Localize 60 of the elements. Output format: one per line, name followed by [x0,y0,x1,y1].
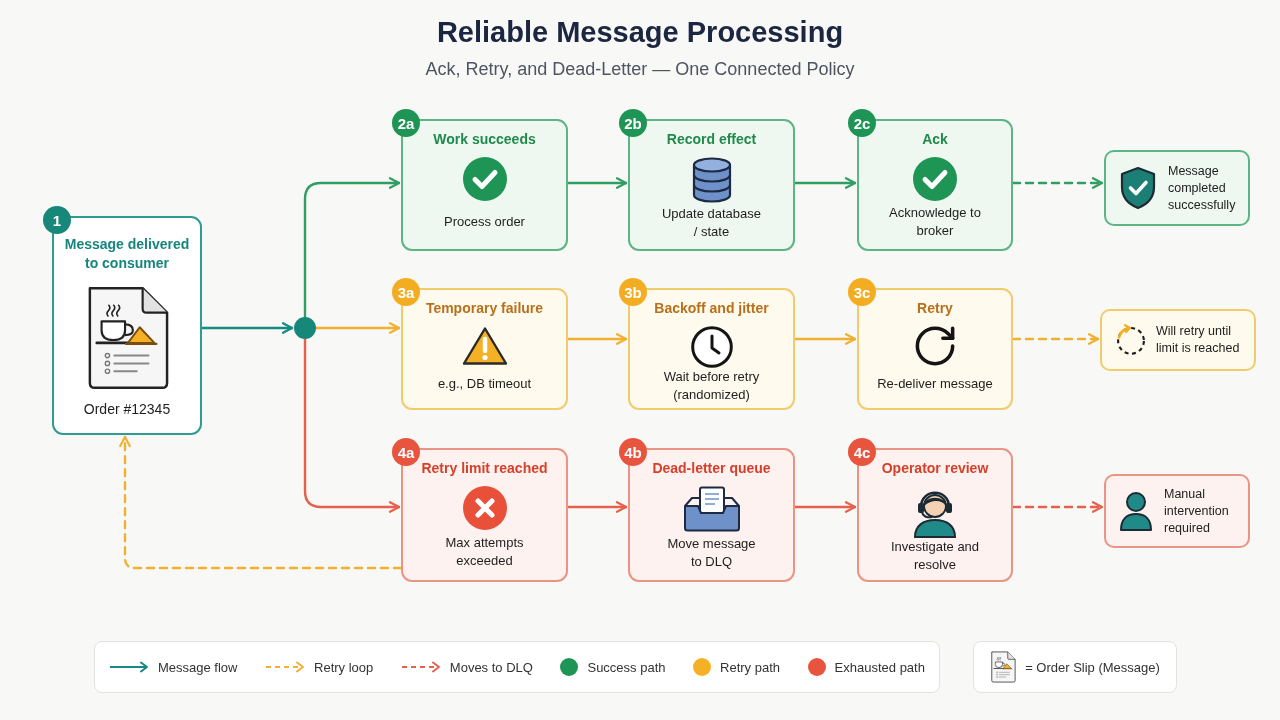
arrow [793,501,857,513]
dashed-arrow [1011,501,1104,513]
step-number-badge: 2c [848,109,876,137]
step-number-badge: 3c [848,278,876,306]
step-number-badge: 3a [392,278,420,306]
legend-text: Retry path [720,659,781,675]
step-title: Retry [917,299,953,318]
step-title: Retry limit reached [421,459,548,478]
step-description: e.g., DB timeout [436,375,533,393]
legend-text: Exhausted path [834,659,925,675]
dashed-arrow [1011,333,1100,345]
step-number-badge: 4a [392,438,420,466]
arrow [566,501,628,513]
step-description: Investigate and resolve [889,538,981,574]
outcome-card [1100,309,1256,371]
step-description: Wait before retry (randomized) [662,368,761,404]
step-description: Order #12345 [82,400,172,418]
step-number-badge: 4c [848,438,876,466]
outcome-text: Will retry until limit is reached [1156,323,1241,357]
step-number-badge: 2a [392,109,420,137]
outcome-text: Manual intervention required [1164,485,1230,537]
arrow [566,177,628,189]
legend-text: Moves to DLQ [449,659,533,675]
step-description: Process order [443,213,526,231]
step-title: Message delivered to consumer [63,235,191,273]
step-title: Work succeeds [433,130,536,149]
step-title: Dead-letter queue [652,459,771,478]
step-number-badge: 2b [619,109,647,137]
step-title: Operator review [881,459,989,478]
step-description: Re-deliver message [876,375,994,393]
arrow [303,337,401,513]
diagram-title: Reliable Message Processing [436,15,844,50]
step-title: Ack [922,130,948,149]
step-description: Max attempts exceeded [444,534,525,570]
arrow [566,333,628,345]
arrow [314,322,401,334]
step-description: Acknowledge to broker [888,204,982,240]
outcome-text: Message completed successfully [1168,162,1237,214]
legend-text: Success path [587,659,666,675]
arrow [200,322,294,334]
legend-text: Message flow [158,659,238,675]
subtitle: Ack, Retry, and Dead-Letter — One Connected Policy [425,58,855,81]
outcome-card [1104,474,1250,548]
step-title: Record effect [666,130,757,149]
step-number-badge: 3b [619,278,647,306]
arrow [793,333,857,345]
arrow [793,177,857,189]
step-title: Backoff and jitter [654,299,769,318]
dashed-arrow [1011,177,1104,189]
legend-text: = Order Slip (Message) [1025,659,1160,675]
arrow [303,177,401,319]
step-title: Temporary failure [425,299,544,318]
step-number-badge: 1 [43,206,71,234]
outcome-card [1104,150,1250,226]
step-description: Update database / state [661,205,762,241]
dashed-arrow [119,435,403,570]
junction-dot [294,317,316,339]
step-number-badge: 4b [619,438,647,466]
legend-text: Retry loop [314,659,374,675]
step-description: Move message to DLQ [666,535,757,571]
